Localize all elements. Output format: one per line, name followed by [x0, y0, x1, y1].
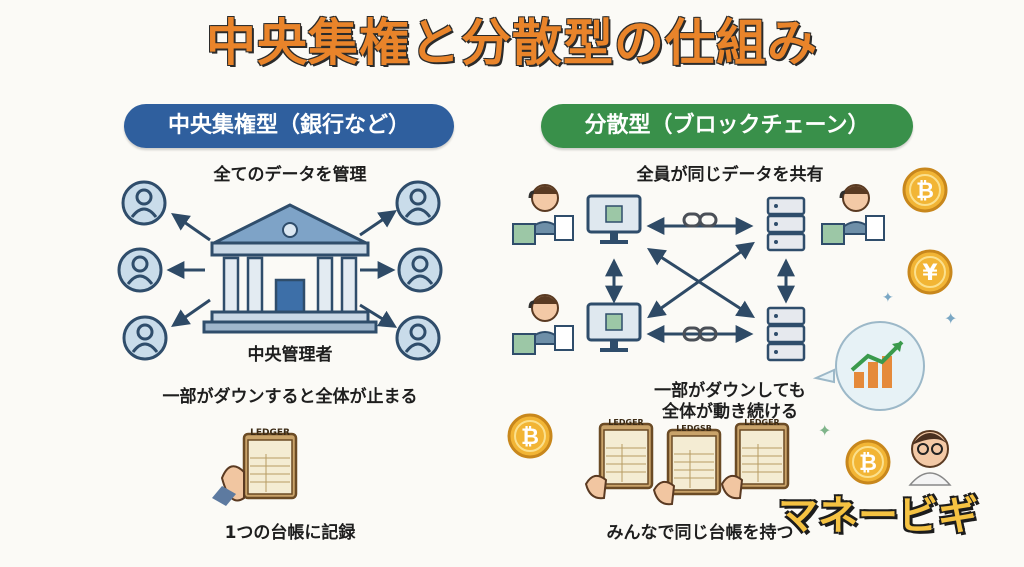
svg-text:¥: ¥ [922, 261, 938, 286]
server-icon [766, 306, 806, 362]
decentralized-caption-bottom: みんなで同じ台帳を持つ [606, 523, 794, 543]
server-icon [766, 196, 806, 252]
ledger-label: LEDGER [744, 418, 779, 427]
computer-icon [586, 194, 642, 246]
svg-text:₿: ₿ [859, 451, 877, 476]
decentralized-heading: 分散型（ブロックチェーン） [541, 104, 913, 148]
user-icon [395, 180, 441, 226]
bank-icon [202, 203, 378, 334]
centralized-heading: 中央集権型（銀行など） [124, 104, 454, 148]
left-arrows [166, 209, 398, 328]
user-icon [121, 180, 167, 226]
chain-link-icon [682, 212, 718, 228]
operator-person-icon [512, 293, 574, 355]
ledger-label: LEDGER [608, 418, 643, 427]
svg-text:₿: ₿ [521, 425, 539, 450]
bitcoin-coin-icon: ₿ [507, 413, 553, 459]
network-diagram [586, 194, 806, 362]
user-icon [397, 247, 443, 293]
ledger-book-icon: LEDGER [720, 418, 790, 500]
mascot-character-icon [908, 430, 952, 486]
sparkle-icon: ✦ [944, 309, 957, 328]
sparkle-icon: ✦ [882, 290, 894, 306]
central-admin-label: 中央管理者 [247, 345, 333, 365]
operator-person-icon [512, 183, 574, 245]
sparkle-icon: ✦ [818, 421, 831, 440]
centralized-caption-top: 全てのデータを管理 [213, 165, 367, 185]
ledger-book-icon: LEDGER [584, 418, 654, 500]
user-icon [117, 247, 163, 293]
user-icon [122, 315, 168, 361]
bitcoin-coin-icon: ₿ [845, 439, 891, 485]
operator-person-icon [821, 183, 885, 245]
ledger-label: LEDGSB [676, 424, 712, 433]
svg-text:₿: ₿ [916, 179, 934, 204]
yen-coin-icon: ¥ [907, 249, 953, 295]
computer-icon [586, 302, 642, 354]
ledger-book-icon: LEDGER [212, 428, 298, 506]
brand-logo: マネービギ [778, 493, 978, 539]
decentralized-caption-top: 全員が同じデータを共有 [636, 165, 824, 185]
growth-chart-bubble-icon [812, 321, 925, 411]
decentralized-caption-mid-2: 全体が動き続ける [662, 402, 798, 422]
decentralized-caption-mid-1: 一部がダウンしても [654, 381, 806, 401]
user-icon [395, 315, 441, 361]
bitcoin-coin-icon: ₿ [902, 167, 948, 213]
centralized-caption-mid: 一部がダウンすると全体が止まる [162, 387, 418, 407]
centralized-caption-bottom: 1つの台帳に記録 [224, 523, 356, 543]
ledger-book-icon: LEDGSB [652, 424, 722, 506]
ledger-label: LEDGER [250, 428, 290, 438]
page-title: 中央集権と分散型の仕組み [206, 14, 818, 72]
